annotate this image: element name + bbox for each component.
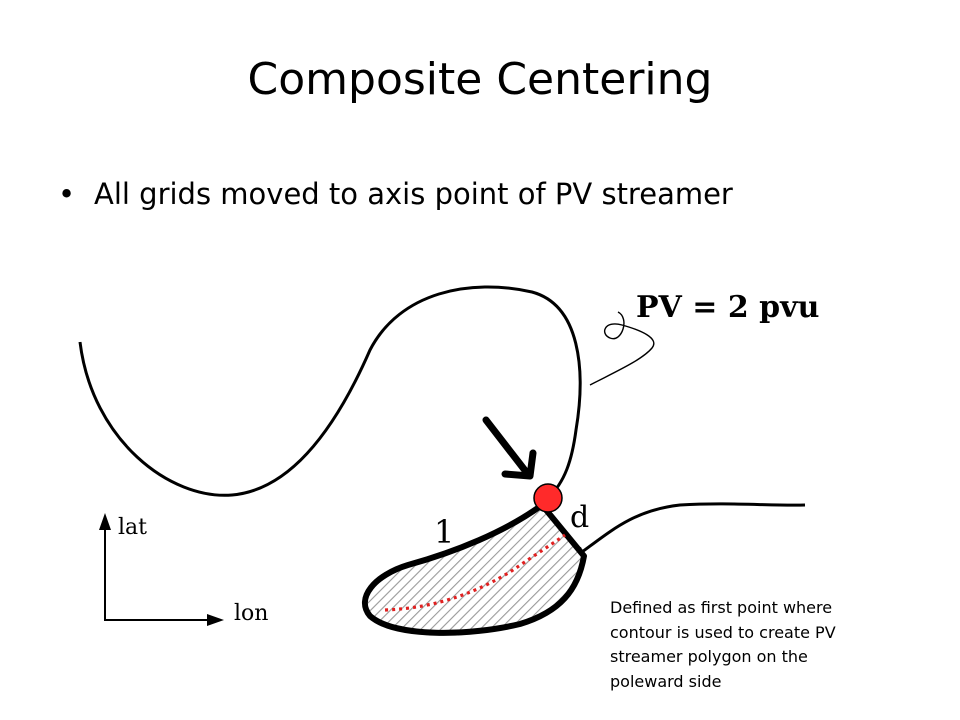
caption-text: Defined as first point where contour is … [610,596,910,694]
lat-arrowhead [99,513,111,530]
distance-arrowhead [576,547,584,556]
axis-point-marker [533,483,563,513]
caption-line: Defined as first point where [610,598,833,617]
caption-line: streamer polygon on the [610,647,808,666]
bullet-icon: • [58,177,76,211]
pointer-arrow-head [501,449,537,480]
lon-arrowhead [207,614,224,626]
caption-line: contour is used to create PV [610,622,836,642]
lon-label: lon [234,601,268,626]
bullet-item: • All grids moved to axis point of PV str… [58,180,733,209]
streamer-axis-dotted-line [384,533,566,612]
distance-indicator-line [545,507,585,557]
length-label: 1 [434,513,454,551]
lat-label: lat [118,515,147,540]
label-leader-squiggle [589,311,655,386]
caption-line: poleward side [610,671,722,691]
pv-contour-tail [581,502,806,554]
distance-label: d [570,500,589,535]
coordinate-axes [104,528,215,621]
pv-label: PV = 2 pvu [636,290,819,325]
slide-title: Composite Centering [247,54,713,105]
pointer-arrow-shaft [482,416,531,477]
pv-contour-line [78,285,582,500]
streamer-polygon [362,502,587,636]
bullet-text: All grids moved to axis point of PV stre… [94,177,733,211]
